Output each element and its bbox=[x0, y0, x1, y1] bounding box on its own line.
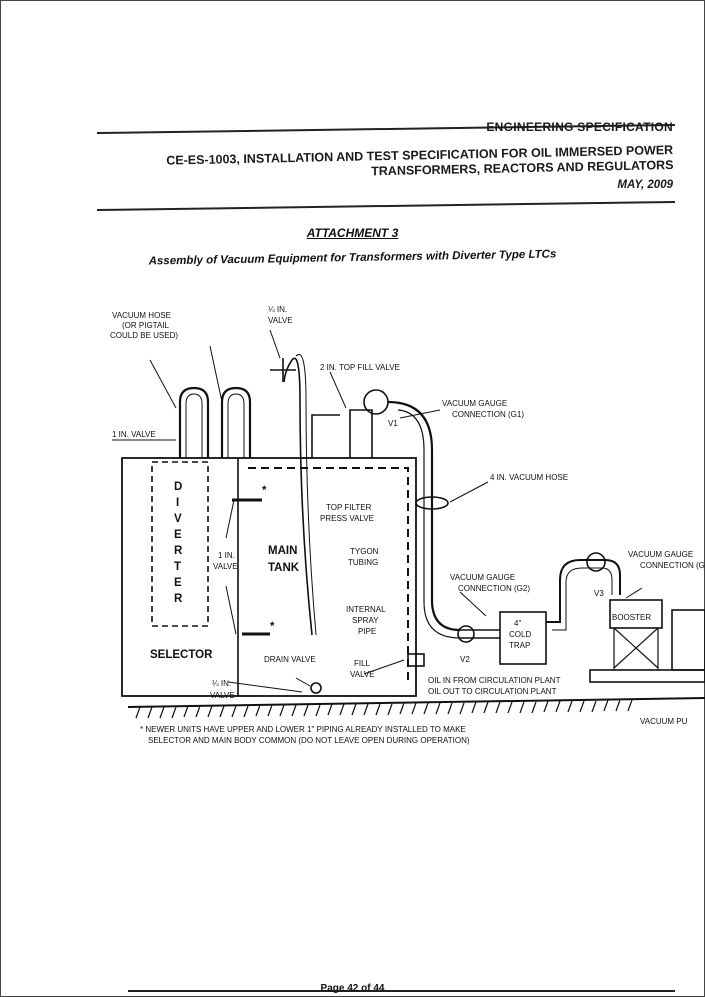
vacuum-pump bbox=[671, 609, 705, 671]
booster-hose bbox=[546, 559, 621, 623]
transformer-tank bbox=[121, 457, 417, 697]
label-booster: BOOSTER bbox=[612, 613, 651, 622]
ground-hatching bbox=[135, 699, 633, 719]
label-tygon-1: TYGON bbox=[350, 547, 379, 556]
label-vacuum-pump: VACUUM PU bbox=[640, 717, 688, 726]
attachment-title: ATTACHMENT 3 bbox=[306, 226, 399, 240]
doc-date: MAY, 2009 bbox=[617, 179, 673, 191]
label-fill-valve-2: VALVE bbox=[350, 670, 375, 679]
pump-platform bbox=[589, 669, 705, 683]
diverter-letter-4: E bbox=[174, 529, 182, 541]
label-internal-spray-1: INTERNAL bbox=[346, 605, 386, 614]
label-one-in-valve-mid-1: 1 IN. bbox=[218, 551, 235, 560]
quarter-valve-top bbox=[270, 358, 296, 382]
v2-valve bbox=[457, 625, 475, 643]
pigtail-hose-2 bbox=[220, 386, 252, 458]
label-oil-in: OIL IN FROM CIRCULATION PLANT bbox=[428, 676, 561, 685]
label-one-in-valve-mid-2: VALVE bbox=[213, 562, 238, 571]
diverter-letter-5: R bbox=[174, 545, 183, 557]
diverter-letter-8: R bbox=[174, 593, 183, 605]
label-main-tank-2: TANK bbox=[268, 562, 300, 574]
drain-valve bbox=[310, 682, 322, 694]
label-selector: SELECTOR bbox=[150, 649, 213, 661]
hose-ring bbox=[415, 496, 449, 510]
label-internal-spray-2: SPRAY bbox=[352, 616, 379, 625]
label-gauge-g1-2: CONNECTION (G1) bbox=[452, 410, 524, 419]
footnote-line2: SELECTOR AND MAIN BODY COMMON (DO NOT LE… bbox=[148, 736, 470, 745]
label-quarter-valve-bottom-1: ¼ IN. bbox=[212, 679, 231, 688]
label-v1: V1 bbox=[388, 419, 398, 428]
diverter-letter-6: T bbox=[174, 561, 181, 573]
footnote-line1: * NEWER UNITS HAVE UPPER AND LOWER 1" PI… bbox=[140, 725, 466, 734]
v3-valve bbox=[586, 552, 606, 572]
vacuum-assembly-diagram: VACUUM HOSE (OR PIGTAIL COULD BE USED) ¼… bbox=[110, 305, 705, 745]
ground-line bbox=[127, 697, 705, 708]
label-main-tank-1: MAIN bbox=[268, 545, 297, 557]
four-inch-hose bbox=[387, 400, 461, 632]
fill-valve bbox=[407, 653, 425, 667]
label-quarter-valve-top-1: ¼ IN. bbox=[268, 305, 287, 314]
v1-valve bbox=[363, 389, 389, 415]
label-gauge-g2-1: VACUUM GAUGE bbox=[450, 573, 515, 582]
label-gauge-g3-2: CONNECTION (G3 bbox=[640, 561, 705, 570]
v1-pipe bbox=[349, 409, 373, 458]
booster-stand bbox=[613, 627, 659, 670]
label-quarter-valve-top-2: VALVE bbox=[268, 316, 293, 325]
pigtail-hose-1 bbox=[178, 386, 210, 458]
label-fill-valve-1: FILL bbox=[354, 659, 371, 668]
label-vacuum-hose-1: VACUUM HOSE bbox=[112, 311, 171, 320]
star-lower: * bbox=[270, 621, 275, 633]
diverter-letter-3: V bbox=[174, 513, 182, 525]
main-tank-interior bbox=[248, 467, 409, 682]
label-top-filter-1: TOP FILTER bbox=[326, 503, 372, 512]
label-vacuum-hose-3: COULD BE USED) bbox=[110, 331, 178, 340]
label-cold-trap-1: 4" bbox=[514, 619, 521, 628]
label-cold-trap-2: COLD bbox=[509, 630, 531, 639]
label-v3: V3 bbox=[594, 589, 604, 598]
tygon-tubing bbox=[283, 357, 313, 636]
footer-rule bbox=[128, 990, 675, 992]
label-vacuum-hose-2: (OR PIGTAIL bbox=[122, 321, 170, 330]
diverter-letter-2: I bbox=[176, 497, 179, 509]
label-gauge-g2-2: CONNECTION (G2) bbox=[458, 584, 530, 593]
label-one-in-valve: 1 IN. VALVE bbox=[112, 430, 156, 439]
star-upper: * bbox=[262, 485, 267, 497]
diverter-letter-7: E bbox=[174, 577, 182, 589]
label-quarter-valve-bottom-2: VALVE bbox=[210, 691, 235, 700]
booster-box bbox=[609, 599, 663, 629]
label-gauge-g1-1: VACUUM GAUGE bbox=[442, 399, 507, 408]
diverter-letter-1: D bbox=[174, 481, 182, 493]
label-gauge-g3-1: VACUUM GAUGE bbox=[628, 550, 693, 559]
top-fill-pipe bbox=[311, 414, 340, 458]
doc-type: ENGINEERING SPECIFICATION bbox=[486, 120, 673, 134]
page-number: Page 42 of 44 bbox=[320, 983, 385, 994]
label-v2: V2 bbox=[460, 655, 470, 664]
label-top-filter-2: PRESS VALVE bbox=[320, 514, 374, 523]
label-internal-spray-3: PIPE bbox=[358, 627, 376, 636]
label-top-fill-valve: 2 IN. TOP FILL VALVE bbox=[320, 363, 400, 372]
leader-lines bbox=[112, 329, 643, 693]
cold-trap bbox=[499, 611, 547, 665]
label-four-in-hose: 4 IN. VACUUM HOSE bbox=[490, 473, 568, 482]
label-drain-valve: DRAIN VALVE bbox=[264, 655, 316, 664]
label-oil-out: OIL OUT TO CIRCULATION PLANT bbox=[428, 687, 557, 696]
label-cold-trap-3: TRAP bbox=[509, 641, 530, 650]
label-tygon-2: TUBING bbox=[348, 558, 378, 567]
